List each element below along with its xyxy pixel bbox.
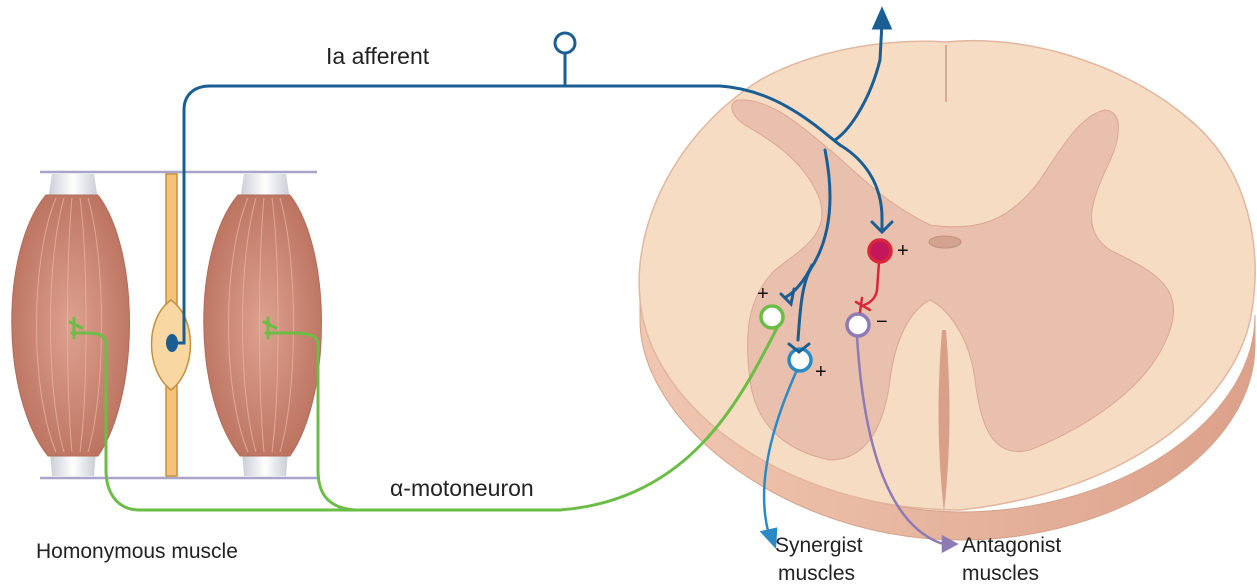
alpha-motoneuron-pathway (68, 304, 785, 512)
sign-interneuron-excitatory: + (897, 240, 909, 262)
spinal-cord-section (638, 39, 1256, 541)
label-alpha-motoneuron: α-motoneuron (390, 475, 534, 501)
spinal-cord-gray-matter (731, 99, 1175, 461)
antagonist-motoneuron-cell (845, 312, 871, 338)
homonymous-muscle (11, 170, 322, 480)
inhibitory-interneuron-cell (867, 238, 893, 264)
sign-synergist-excitatory: + (815, 361, 827, 383)
ventral-median-fissure (938, 330, 950, 512)
muscle-belly-left (11, 174, 130, 476)
synergist-pathway (759, 347, 813, 549)
label-synergist-line2: muscles (778, 562, 855, 585)
sign-motoneuron-excitatory: + (757, 283, 769, 305)
label-antagonist-line2: muscles (962, 562, 1039, 585)
label-antagonist-line1: Antagonist (962, 534, 1061, 557)
central-canal (928, 235, 962, 249)
label-synergist-line1: Synergist (775, 534, 863, 557)
label-homonymous-muscle: Homonymous muscle (36, 540, 238, 563)
antagonist-pathway (845, 312, 959, 554)
label-ia-afferent: Ia afferent (326, 43, 430, 69)
inhibitory-interneuron (854, 238, 893, 314)
ia-afferent-cell-body (553, 31, 577, 55)
ia-afferent-pathway (170, 6, 894, 354)
synergist-motoneuron-cell (787, 347, 813, 373)
alpha-motoneuron-cell (759, 304, 785, 330)
muscle-belly-right (203, 174, 322, 476)
muscle-spindle (150, 173, 192, 477)
sign-antagonist-inhibitory: − (876, 311, 888, 333)
